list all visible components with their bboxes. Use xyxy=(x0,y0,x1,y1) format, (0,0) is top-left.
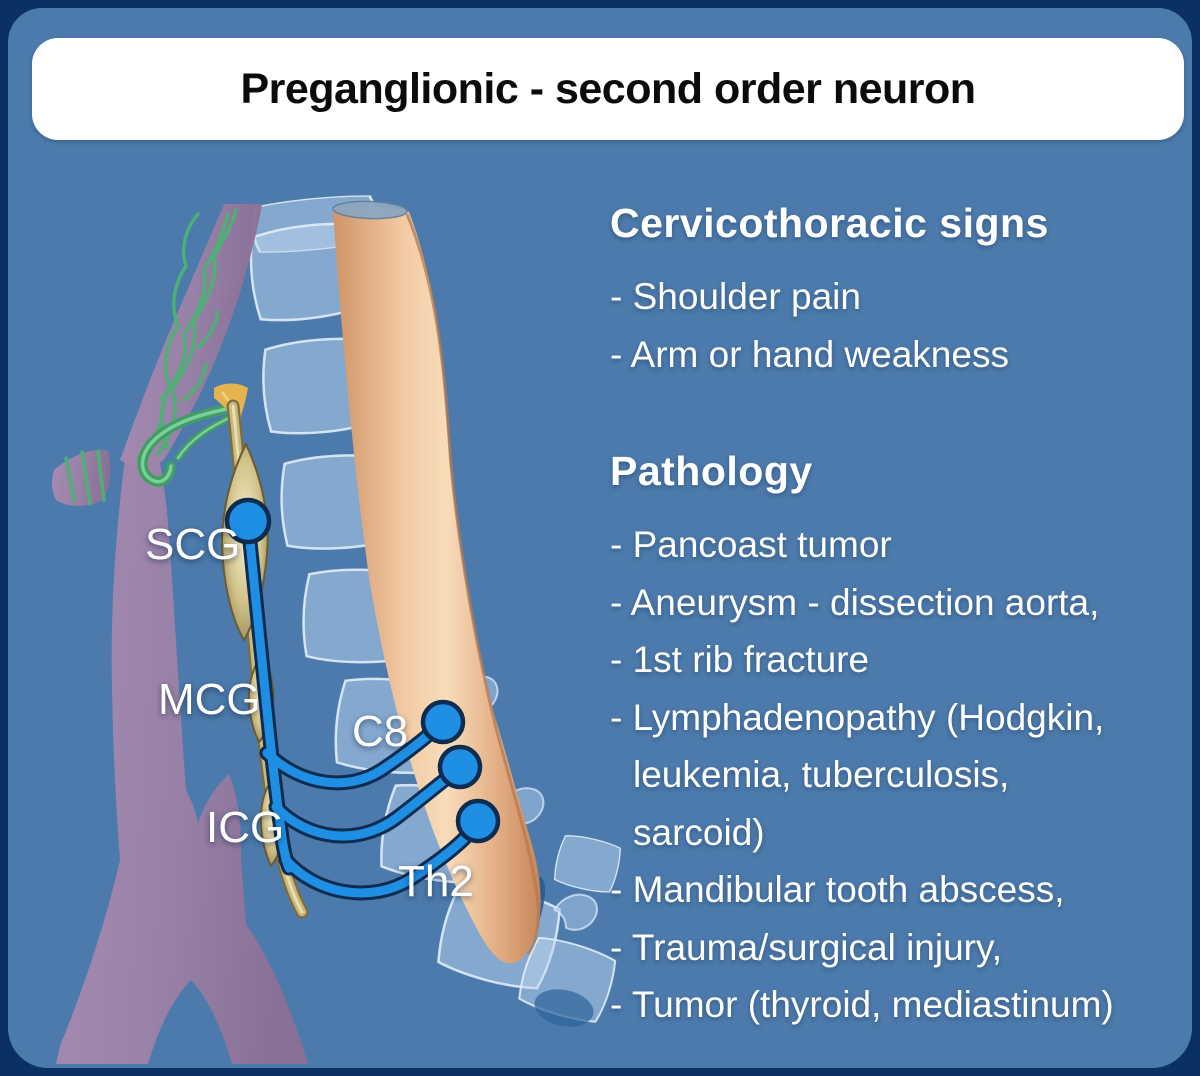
pathology-item: - Aneurysm - dissection aorta, xyxy=(610,581,1100,623)
mcg-label: MCG xyxy=(158,675,261,724)
pathology-item-continuation: sarcoid) xyxy=(633,811,765,853)
internal-carotid xyxy=(120,204,262,467)
pathology-item: - Lymphadenopathy (Hodgkin, xyxy=(610,696,1105,738)
signs-section: Cervicothoracic signs - Shoulder pain - … xyxy=(610,200,1200,383)
pathology-item: - 1st rib fracture xyxy=(610,639,870,680)
pathology-item: - Pancoast tumor xyxy=(610,524,892,565)
pathology-section: Pathology - Pancoast tumor - Aneurysm - … xyxy=(610,448,1200,1034)
infographic-card: SCG MCG ICG C8 Th2 Preganglionic - secon… xyxy=(8,8,1192,1068)
pathology-item-continuation: leukemia, tuberculosis, xyxy=(633,754,1010,795)
pathology-item: - Mandibular tooth abscess, xyxy=(610,869,1065,910)
pathology-item: - Trauma/surgical injury, xyxy=(610,926,1003,968)
th2-label: Th2 xyxy=(398,857,474,906)
scg-label: SCG xyxy=(145,520,240,569)
pathology-item: - Tumor (thyroid, mediastinum) xyxy=(610,984,1114,1025)
page-title: Preganglionic - second order neuron xyxy=(240,64,976,113)
c8-label: C8 xyxy=(352,707,408,756)
th2-root-dot xyxy=(455,798,501,844)
th1-root-dot xyxy=(437,744,483,790)
title-banner: Preganglionic - second order neuron xyxy=(32,38,1184,140)
preganglionic-pathway xyxy=(224,497,501,901)
sign-item: - Shoulder pain xyxy=(610,276,861,317)
pathology-heading: Pathology xyxy=(610,448,813,494)
carotid-artery xyxy=(51,204,308,1064)
icg-label: ICG xyxy=(206,803,284,852)
signs-heading: Cervicothoracic signs xyxy=(610,200,1049,246)
carotid-plexus-nerves xyxy=(64,208,238,506)
sign-item: - Arm or hand weakness xyxy=(610,333,1009,375)
spinal-cord xyxy=(332,200,541,964)
scg-synapse-dot xyxy=(224,497,272,545)
cord-cut-surface xyxy=(332,200,408,220)
artery-trunk-and-arch xyxy=(56,449,308,1064)
anatomy-illustration: SCG MCG ICG C8 Th2 xyxy=(51,191,624,1064)
c8-root-dot xyxy=(420,699,466,745)
